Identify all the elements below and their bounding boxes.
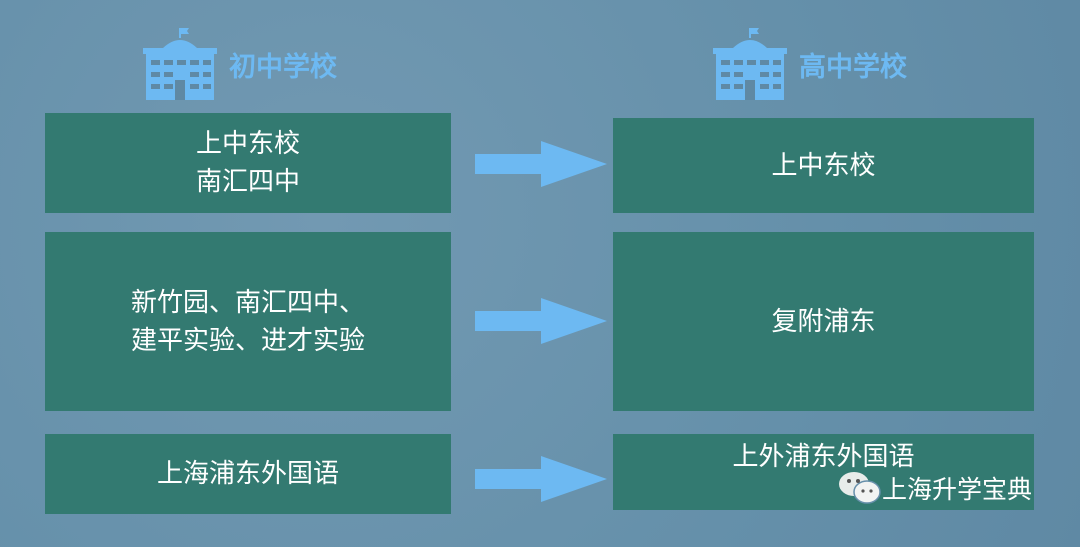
to-box-1: 上中东校: [613, 118, 1034, 213]
school-building-icon: [143, 28, 217, 100]
to-label: 复附浦东: [771, 306, 876, 337]
to-box-3: 上外浦东外国语: [613, 434, 1034, 510]
header-high-school: 高中学校: [713, 28, 907, 100]
from-box-3: 上海浦东外国语: [45, 434, 451, 514]
arrow-icon: [475, 456, 607, 502]
arrow-icon: [475, 298, 607, 344]
header-left-label: 初中学校: [229, 51, 337, 83]
from-line: 建平实验、进才实验: [130, 325, 365, 356]
watermark-text: 上海升学宝典: [882, 475, 1033, 504]
header-right-label: 高中学校: [799, 51, 907, 83]
from-line: 新竹园、南汇四中、: [130, 287, 365, 318]
to-label: 上外浦东外国语: [732, 442, 915, 472]
arrow-icon: [475, 141, 607, 187]
from-box-2: 新竹园、南汇四中、 建平实验、进才实验: [45, 232, 451, 411]
school-building-icon: [713, 28, 787, 100]
to-box-2: 复附浦东: [613, 232, 1034, 411]
from-line: 上中东校: [195, 129, 300, 159]
from-line: 上海浦东外国语: [156, 459, 339, 489]
wechat-icon: [839, 472, 881, 504]
from-line: 南汇四中: [195, 167, 300, 197]
watermark: 上海升学宝典: [838, 470, 1032, 506]
from-box-1: 上中东校 南汇四中: [45, 113, 451, 213]
header-middle-school: 初中学校: [143, 28, 337, 100]
to-label: 上中东校: [771, 150, 876, 181]
